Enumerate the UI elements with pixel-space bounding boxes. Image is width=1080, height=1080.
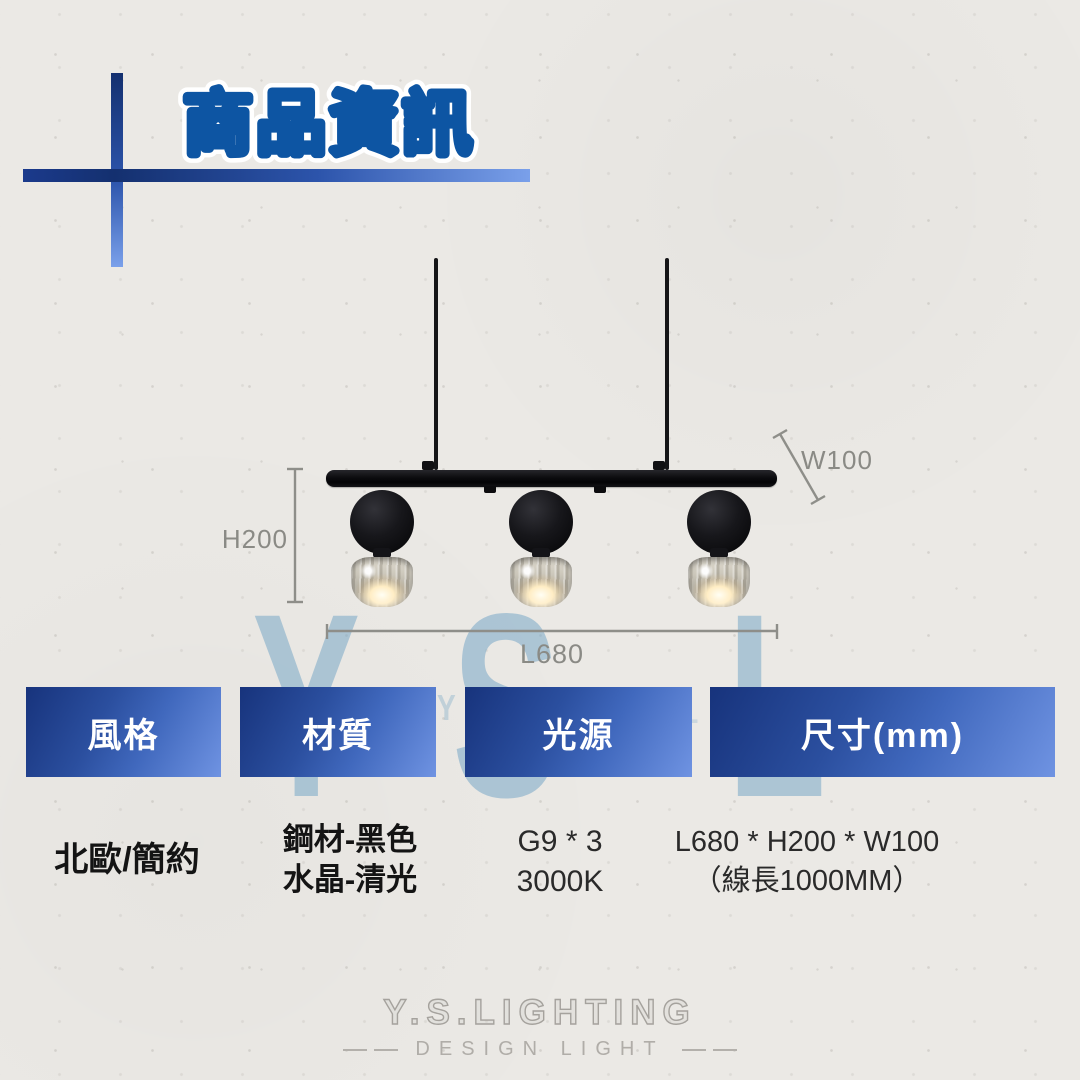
spec-value-line: L680 * H200 * W100: [674, 826, 940, 858]
spec-header-dimensions: 尺寸(mm): [710, 687, 1055, 777]
lamp-suspension-rod-right: [665, 258, 669, 470]
brand-tagline-row: DESIGN LIGHT: [0, 1038, 1080, 1061]
tagline-dash: [712, 1048, 737, 1051]
lamp-rod-mount: [653, 461, 665, 470]
crystal-bulb: [688, 557, 750, 607]
spec-value-dimensions: L680 * H200 * W100 （線長1000MM）: [657, 823, 957, 901]
lamp-bulb-cap: [532, 548, 550, 558]
height-dim-label: H200: [221, 524, 288, 554]
spec-value-line: 鋼材-黑色: [282, 822, 418, 857]
lamp-suspension-rod-left: [434, 258, 438, 470]
width-dim-label: W100: [801, 445, 873, 475]
lamp-black-disc: [509, 490, 573, 554]
tagline-dash: [681, 1048, 706, 1051]
accent-horizontal-line: [23, 169, 530, 182]
brand-logo-text: Y.S.LIGHTING: [383, 992, 697, 1032]
spec-value-line: 北歐/簡約: [54, 841, 200, 879]
page-title-text: 商品資訊: [183, 85, 475, 163]
lamp-black-disc: [687, 490, 751, 554]
lamp-underbar-tab: [594, 486, 606, 493]
lamp-bulb-cap: [710, 548, 728, 558]
spec-value-line: （線長1000MM）: [692, 865, 922, 897]
length-dim-label: L680: [519, 639, 585, 669]
lamp-bulb-cap: [373, 548, 391, 558]
spec-value-line: G9 * 3: [517, 825, 603, 858]
spec-header-light-source: 光源: [465, 687, 692, 777]
spec-value-line: 水晶-清光: [282, 862, 418, 897]
spec-header-style: 風格: [26, 687, 221, 777]
spec-value-line: 3000K: [516, 865, 604, 898]
spec-value-material: 鋼材-黑色 水晶-清光: [250, 820, 450, 900]
crystal-bulb: [510, 557, 572, 607]
spec-header-material: 材質: [240, 687, 436, 777]
tagline-dash: [343, 1048, 368, 1051]
lamp-rod-mount: [422, 461, 434, 470]
spec-value-style: 北歐/簡約: [27, 840, 227, 880]
spec-value-light-source: G9 * 3 3000K: [460, 822, 660, 902]
page-title: 商品資訊 商品資訊: [175, 77, 480, 171]
lamp-underbar-tab: [484, 486, 496, 493]
lamp-horizontal-bar: [326, 470, 777, 487]
page-title-halo: 商品資訊: [183, 85, 475, 163]
watermark-faint-mark: Y: [437, 687, 456, 728]
crystal-bulb: [351, 557, 413, 607]
tagline-dash: [374, 1048, 399, 1051]
brand-tagline: DESIGN LIGHT: [415, 1038, 665, 1060]
lamp-black-disc: [350, 490, 414, 554]
